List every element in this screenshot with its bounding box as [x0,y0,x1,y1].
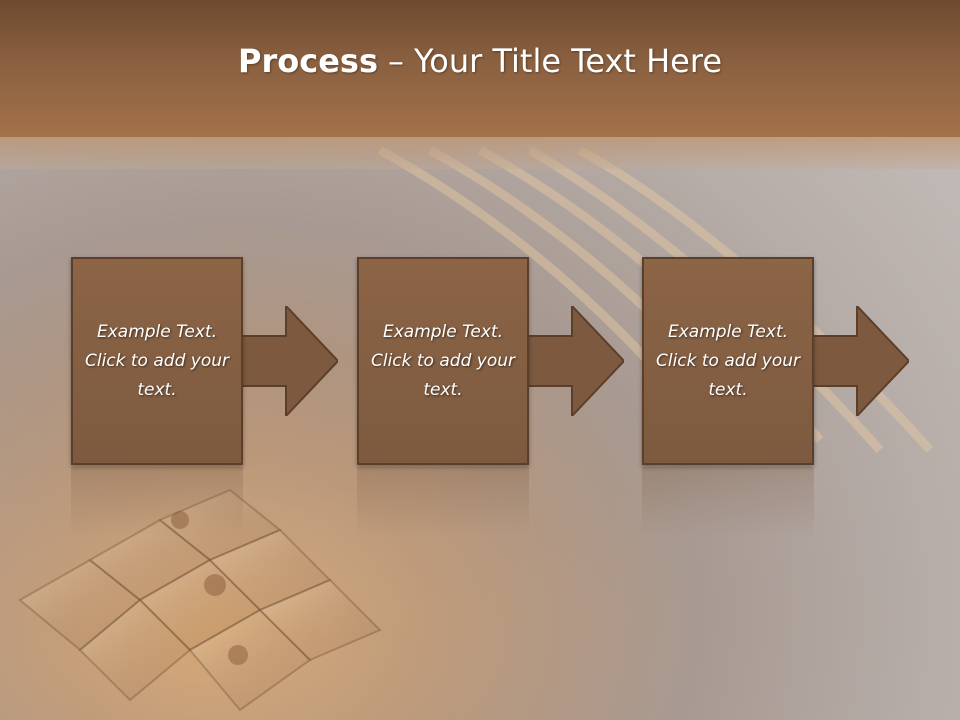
step-2-reflection [357,467,529,537]
step-2-box[interactable]: Example Text. Click to add your text. [357,257,529,465]
step-1-box[interactable]: Example Text. Click to add your text. [71,257,243,465]
step-3-box[interactable]: Example Text. Click to add your text. [642,257,814,465]
title-separator: – [387,41,404,80]
header-band [0,137,960,169]
title-bar: Process–Your Title Text Here [0,0,960,137]
step-1-text[interactable]: Example Text. Click to add your text. [84,321,229,400]
step-1-reflection [71,467,243,537]
arrow-right-icon [528,306,624,416]
step-3-text[interactable]: Example Text. Click to add your text. [655,321,800,400]
arrow-right-icon [813,306,909,416]
title-rest: Your Title Text Here [413,41,722,80]
slide-title[interactable]: Process–Your Title Text Here [238,42,722,80]
arrow-right-icon [242,306,338,416]
title-bold: Process [238,41,378,80]
step-3-reflection [642,467,814,537]
step-2-text[interactable]: Example Text. Click to add your text. [370,321,515,400]
